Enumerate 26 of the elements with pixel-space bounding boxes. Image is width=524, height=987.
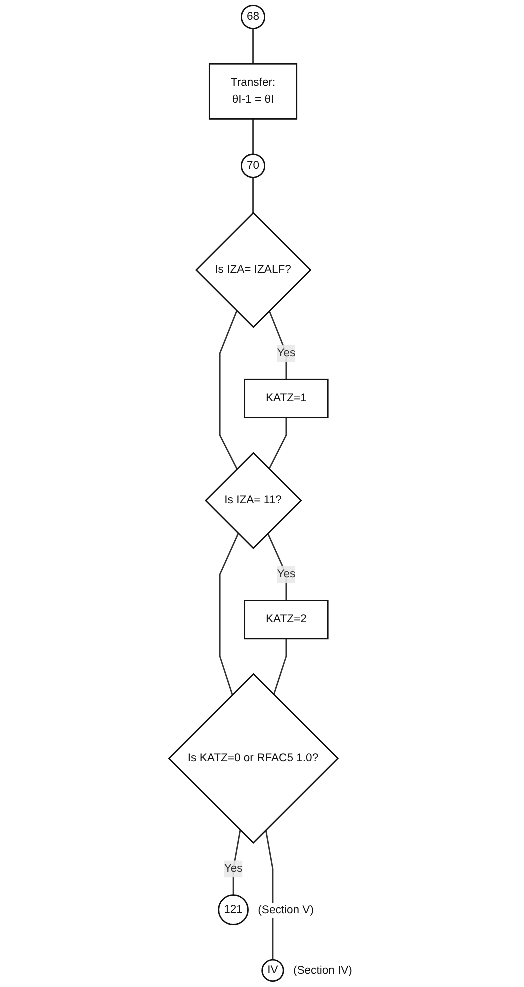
node-circle: 70 (240, 154, 266, 178)
node-diamond: Is IZA= 11? (204, 452, 302, 550)
connector (273, 638, 288, 696)
node-diamond: Is KATZ=0 or RFAC5 1.0? (168, 673, 340, 844)
connector (219, 533, 240, 696)
node-circle: 121 (218, 894, 249, 926)
connector (252, 119, 254, 154)
connector (267, 533, 288, 601)
connector (219, 310, 238, 470)
edge-label: Yes (277, 347, 296, 360)
connector (268, 418, 288, 470)
section-note: (Section IV) (294, 965, 352, 978)
node-box: KATZ=1 (244, 378, 329, 418)
connector (252, 178, 254, 213)
node-circle: 68 (240, 4, 266, 30)
node-circle: IV (262, 959, 284, 982)
edge-label: Yes (277, 568, 296, 580)
connector (265, 830, 274, 960)
section-note: (Section V) (258, 904, 314, 917)
connector (252, 28, 254, 64)
connector (232, 830, 242, 896)
edge-label: Yes (224, 862, 243, 875)
connector (268, 310, 288, 380)
node-diamond: Is IZA= IZALF? (195, 212, 312, 328)
node-box: KATZ=2 (244, 600, 329, 640)
node-box: Transfer: θI-1 = θI (208, 63, 298, 120)
